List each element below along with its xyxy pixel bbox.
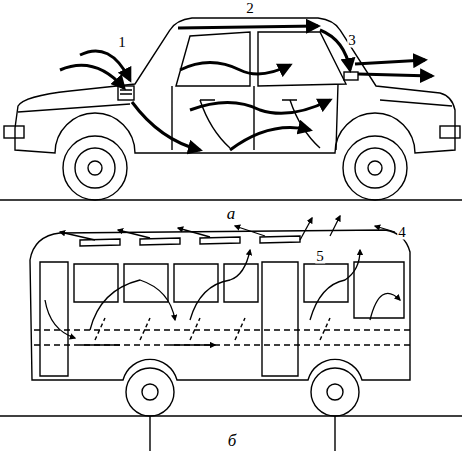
bus-wheel-hub — [327, 384, 343, 400]
air-flow-arrow — [330, 216, 340, 236]
air-flow-arrow — [118, 230, 150, 238]
air-flow-arrow — [60, 232, 95, 240]
car-air-flow — [60, 26, 432, 150]
car-wheel-rim — [75, 148, 115, 188]
car-wheel-hub — [88, 161, 102, 175]
callout-number: 2 — [245, 1, 255, 16]
seat-outlines — [200, 100, 320, 148]
bus-body — [30, 230, 410, 380]
air-flow-arrow — [375, 226, 395, 232]
callout-number: 5 — [315, 249, 325, 264]
car-door-lines — [18, 84, 452, 150]
car-wheel-hub — [368, 161, 382, 175]
air-flow-arrow — [178, 26, 318, 28]
figure-letter: б — [227, 432, 238, 449]
air-flow-arrow — [80, 51, 130, 80]
air-duct — [34, 330, 410, 345]
front-bumper — [4, 126, 24, 138]
bus-wheel — [311, 368, 359, 416]
air-flow-arrow — [320, 30, 350, 70]
outlet-vent — [344, 72, 358, 80]
axle-lines — [150, 416, 335, 451]
door-handles — [200, 99, 297, 100]
figure-letter: а — [226, 205, 237, 222]
air-flow-arrow — [178, 228, 210, 237]
callout-number: 1 — [117, 35, 127, 50]
bus-air-flow — [45, 216, 400, 345]
air-flow-arrow — [358, 74, 432, 76]
car-drawing — [0, 18, 462, 200]
duct-flow-arrow — [80, 344, 215, 345]
car-wheel — [343, 136, 407, 200]
car-wheel-rim — [355, 148, 395, 188]
air-flow-arrow — [355, 60, 425, 64]
air-flow-arrow — [230, 128, 310, 151]
air-flow-arrow — [60, 65, 124, 88]
car-windows — [176, 32, 346, 86]
bus-wheel — [126, 368, 174, 416]
bus-wheel-hub — [142, 384, 158, 400]
air-flow-arrow — [300, 218, 312, 240]
rear-bumper — [440, 126, 460, 138]
inlet-grille — [118, 86, 134, 100]
car-body — [15, 18, 455, 153]
air-flow-arrow — [370, 293, 400, 320]
callout-number: 3 — [347, 33, 357, 48]
car-wheel — [63, 136, 127, 200]
air-flow-arrow — [190, 100, 330, 113]
ground-line — [0, 415, 462, 416]
air-flow-arrow — [180, 63, 290, 75]
roof-hatches — [80, 236, 300, 246]
seats — [95, 318, 330, 340]
bus-doors — [40, 262, 298, 376]
air-flow-arrow — [235, 226, 265, 236]
air-flow-arrow — [190, 250, 250, 320]
air-flow-arrow — [45, 300, 75, 338]
bus-drawing — [0, 230, 462, 451]
ground-line — [0, 199, 462, 200]
callout-number: 4 — [397, 225, 407, 240]
grille-slats — [120, 90, 132, 94]
air-flow-arrow — [90, 280, 175, 330]
